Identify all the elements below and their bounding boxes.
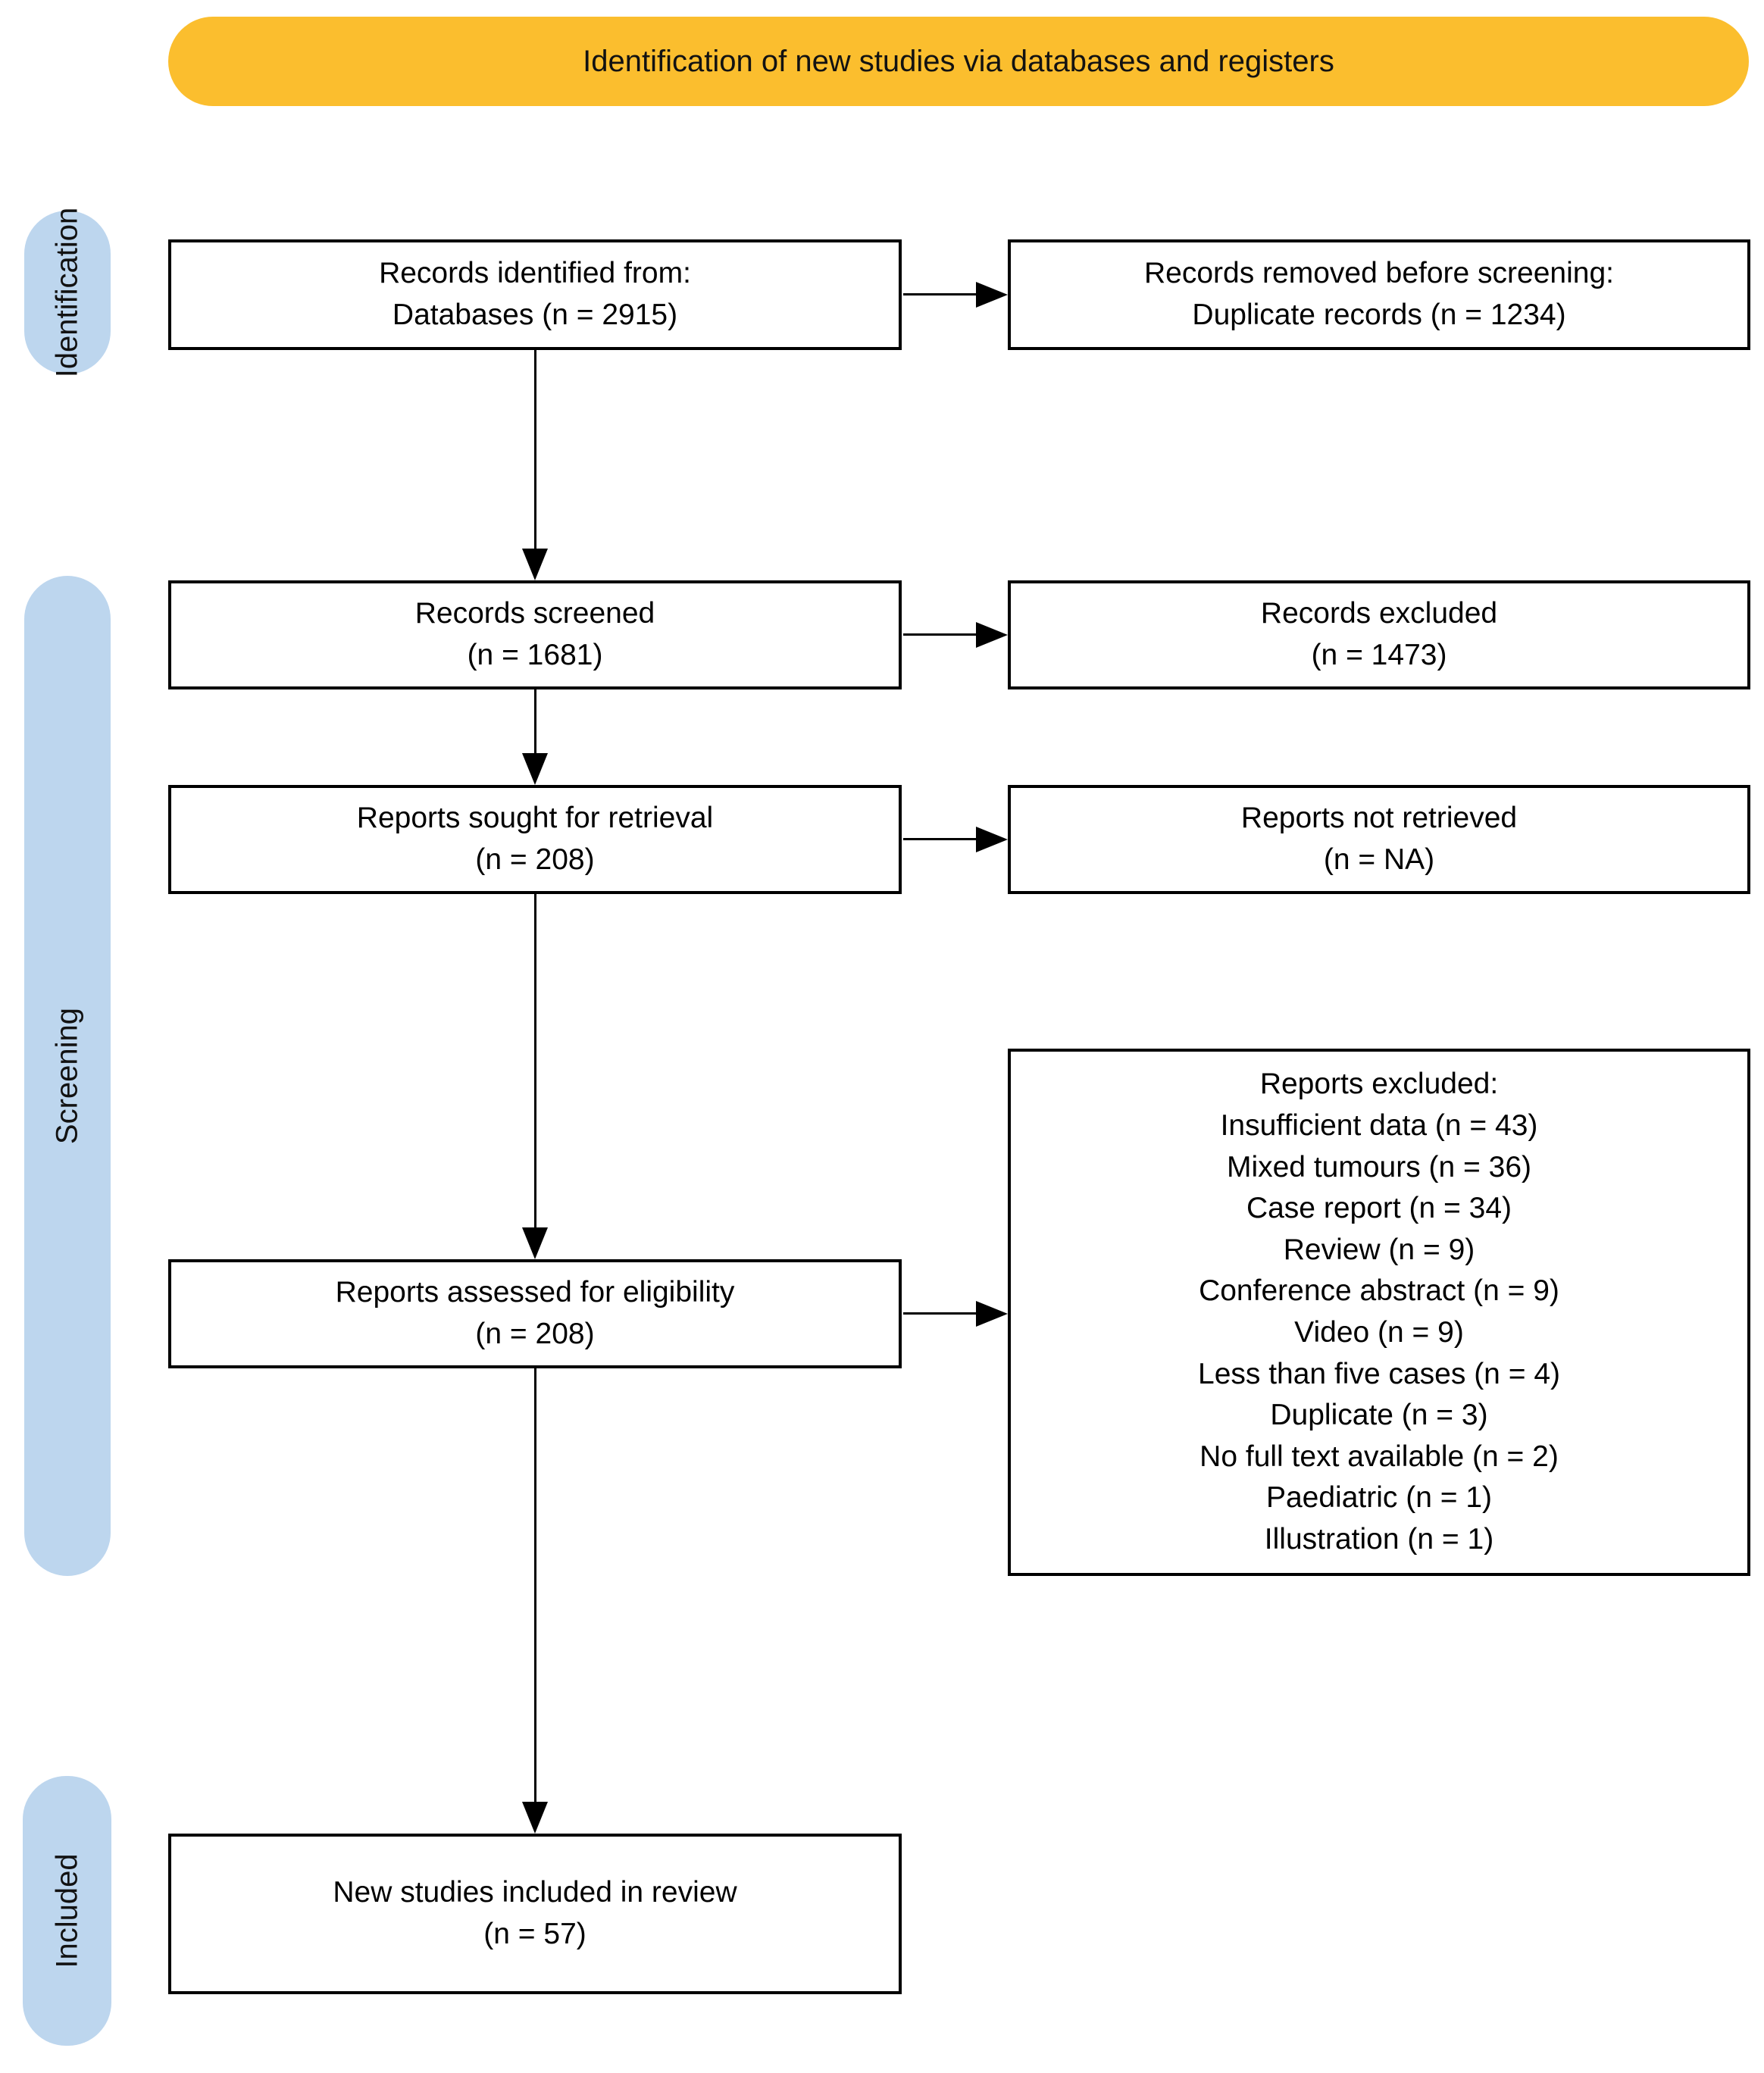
- stage-pill-included: Included: [23, 1776, 111, 2046]
- title-banner: Identification of new studies via databa…: [168, 17, 1749, 106]
- box-line: Less than five cases (n = 4): [1198, 1357, 1560, 1390]
- arrow-assessed-to-included-head: [522, 1802, 548, 1834]
- box-line: Records screened: [414, 597, 655, 630]
- stage-label-included: Included: [50, 1853, 83, 1968]
- arrow-sought-to-assessed-head: [522, 1227, 548, 1259]
- arrow-identified-to-removed-shaft: [903, 293, 977, 295]
- box-line: Reports sought for retrieval: [356, 802, 714, 835]
- box-line: Duplicate records (n = 1234): [1192, 299, 1566, 331]
- box-line: Records removed before screening:: [1144, 257, 1614, 290]
- box-line: Review (n = 9): [1283, 1233, 1475, 1266]
- arrow-screened-to-sought-shaft: [534, 688, 536, 755]
- box-records-screened: Records screened (n = 1681): [168, 580, 902, 689]
- box-records-removed: Records removed before screening: Duplic…: [1008, 239, 1750, 350]
- arrow-identified-to-removed-head: [976, 282, 1008, 308]
- arrow-identified-to-screened-head: [522, 549, 548, 580]
- arrow-assessed-to-reports-excluded-shaft: [903, 1312, 977, 1315]
- arrow-sought-to-not-retrieved-head: [976, 827, 1008, 852]
- box-line: Mixed tumours (n = 36): [1226, 1150, 1532, 1183]
- box-line: No full text available (n = 2): [1199, 1440, 1559, 1473]
- box-records-excluded: Records excluded (n = 1473): [1008, 580, 1750, 689]
- arrow-screened-to-excluded-shaft: [903, 633, 977, 636]
- box-line: New studies included in review: [333, 1876, 737, 1909]
- arrow-screened-to-excluded-head: [976, 622, 1008, 648]
- arrow-sought-to-not-retrieved-shaft: [903, 838, 977, 840]
- box-new-studies-included: New studies included in review (n = 57): [168, 1834, 902, 1994]
- box-line: Case report (n = 34): [1246, 1192, 1512, 1225]
- arrow-assessed-to-included-shaft: [534, 1368, 536, 1803]
- box-reports-excluded: Reports excluded: Insufficient data (n =…: [1008, 1049, 1750, 1576]
- stage-pill-identification: Identification: [24, 208, 111, 377]
- arrow-identified-to-screened-shaft: [534, 350, 536, 549]
- box-line: Databases (n = 2915): [392, 299, 678, 331]
- stage-pill-screening: Screening: [24, 576, 111, 1576]
- box-line: (n = 1681): [467, 639, 603, 671]
- box-line: Illustration (n = 1): [1264, 1522, 1494, 1556]
- title-banner-label: Identification of new studies via databa…: [583, 44, 1334, 78]
- box-line: Insufficient data (n = 43): [1220, 1109, 1538, 1143]
- box-line: Reports excluded:: [1259, 1068, 1499, 1101]
- box-line: (n = NA): [1323, 843, 1435, 876]
- box-line: Video (n = 9): [1294, 1316, 1464, 1349]
- box-line: (n = 208): [475, 843, 595, 876]
- box-line: (n = 57): [483, 1918, 586, 1950]
- box-line: Duplicate (n = 3): [1270, 1399, 1488, 1432]
- box-line: (n = 208): [475, 1318, 595, 1350]
- box-line: (n = 1473): [1311, 639, 1447, 671]
- box-line: Conference abstract (n = 9): [1199, 1274, 1559, 1308]
- arrow-assessed-to-reports-excluded-head: [976, 1301, 1008, 1327]
- box-line: Records excluded: [1260, 597, 1498, 630]
- box-line: Reports not retrieved: [1240, 802, 1518, 835]
- arrow-sought-to-assessed-shaft: [534, 894, 536, 1229]
- box-reports-not-retrieved: Reports not retrieved (n = NA): [1008, 785, 1750, 894]
- stage-label-screening: Screening: [50, 1007, 84, 1145]
- box-records-identified: Records identified from: Databases (n = …: [168, 239, 902, 350]
- box-line: Reports assessed for eligibility: [335, 1276, 735, 1309]
- box-reports-sought: Reports sought for retrieval (n = 208): [168, 785, 902, 894]
- stage-label-identification: Identification: [50, 207, 84, 378]
- arrow-screened-to-sought-head: [522, 753, 548, 785]
- box-line: Records identified from:: [379, 257, 691, 290]
- box-reports-assessed: Reports assessed for eligibility (n = 20…: [168, 1259, 902, 1368]
- box-line: Paediatric (n = 1): [1265, 1481, 1493, 1515]
